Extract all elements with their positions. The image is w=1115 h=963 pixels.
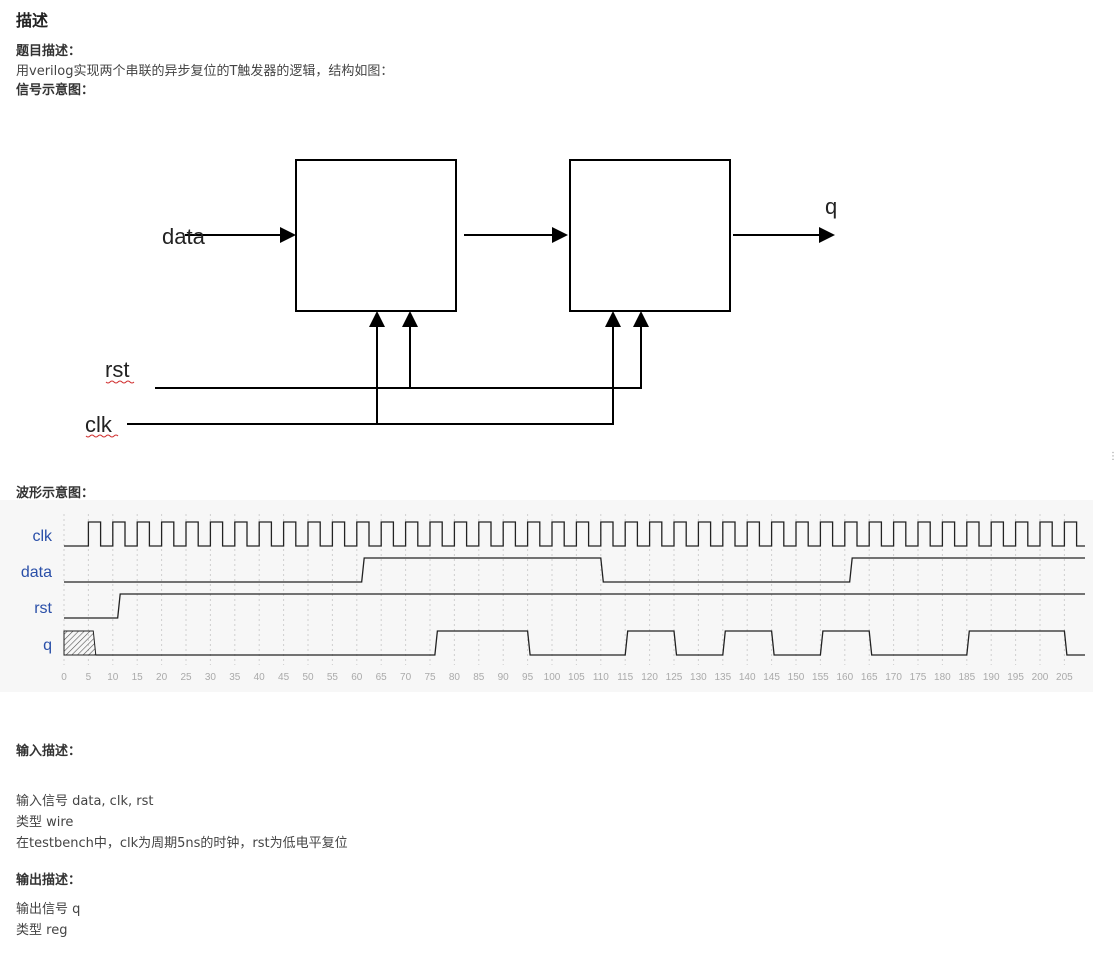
problem-label: 题目描述： [16,44,82,59]
time-tick-label: 30 [205,672,217,683]
signal-diagram-label: 信号示意图： [16,83,95,98]
time-tick-label: 0 [61,672,67,683]
t-flipflop-1 [295,159,457,312]
time-tick-label: 40 [254,672,266,683]
wave-q [95,630,1085,656]
output-line-type: 类型 reg [16,923,68,938]
time-tick-label: 185 [958,672,975,683]
time-tick-label: 105 [568,672,585,683]
output-label: 输出描述： [16,873,82,888]
time-tick-label: 45 [278,672,290,683]
rst-spell-underline [105,380,135,384]
clk-spell-underline [85,434,119,438]
clk-label: clk [85,412,113,437]
time-tick-label: 10 [107,672,119,683]
time-tick-label: 25 [180,672,192,683]
rst-wire [155,311,649,389]
block-diagram: data q rst clk [85,159,837,438]
problem-text: 用verilog实现两个串联的异步复位的T触发器的逻辑，结构如图： [16,64,394,79]
time-tick-label: 80 [449,672,461,683]
time-tick-label: 140 [739,672,756,683]
time-tick-label: 165 [861,672,878,683]
time-tick-label: 190 [983,672,1000,683]
time-tick-label: 170 [885,672,902,683]
input-line-note: 在testbench中，clk为周期5ns的时钟，rst为低电平复位 [16,836,348,851]
time-tick-label: 175 [910,672,927,683]
time-tick-label: 135 [714,672,731,683]
time-tick-label: 15 [132,672,144,683]
time-tick-label: 155 [812,672,829,683]
signal-label-q: q [43,637,52,654]
time-tick-label: 75 [424,672,436,683]
time-tick-label: 20 [156,672,168,683]
page-title: 描述 [16,11,49,30]
time-tick-label: 125 [666,672,683,683]
t-flipflop-2 [569,159,731,312]
wave-rst [64,593,1085,619]
time-tick-label: 95 [522,672,534,683]
time-tick-label: 195 [1007,672,1024,683]
clk-wire [127,311,621,425]
input-label: 输入描述： [16,744,82,759]
time-tick-label: 100 [544,672,561,683]
time-tick-label: 35 [229,672,241,683]
wave-clk [64,521,1085,547]
input-line-type: 类型 wire [16,815,74,830]
rst-label: rst [105,357,129,382]
time-tick-label: 55 [327,672,339,683]
time-tick-label: 5 [86,672,92,683]
waveform-chart: clk data rst q 0 5 10 15 20 25 30 35 40 45 50 55 60 65 70… [21,514,1085,683]
signal-label-clk: clk [32,528,53,545]
time-tick-label: 50 [302,672,314,683]
time-tick-label: 70 [400,672,412,683]
data-label: data [162,224,206,249]
time-tick-label: 60 [351,672,363,683]
resize-handle[interactable]: ⋮ [1108,451,1115,462]
time-tick-label: 200 [1032,672,1049,683]
signal-label-rst: rst [34,600,52,617]
signal-label-data: data [21,564,52,581]
output-line-signal: 输出信号 q [16,902,81,917]
time-tick-label: 205 [1056,672,1073,683]
time-tick-label: 65 [376,672,388,683]
time-tick-label: 145 [763,672,780,683]
time-tick-label: 150 [788,672,805,683]
time-tick-label: 180 [934,672,951,683]
time-tick-label: 90 [498,672,510,683]
waveform-panel: clk data rst q 0 5 10 15 20 25 30 35 40 45 50 55 60 65 70… [0,500,1093,692]
time-tick-label: 110 [593,672,609,683]
time-tick-label: 85 [473,672,485,683]
time-tick-label: 120 [641,672,658,683]
time-tick-label: 115 [617,672,633,683]
waveform-label: 波形示意图： [16,486,95,501]
time-tick-label: 160 [836,672,853,683]
q-label: q [825,194,837,219]
input-line-signals: 输入信号 data, clk, rst [16,794,154,809]
time-tick-label: 130 [690,672,707,683]
wave-data [64,557,1085,583]
wave-q-unknown [63,630,97,656]
